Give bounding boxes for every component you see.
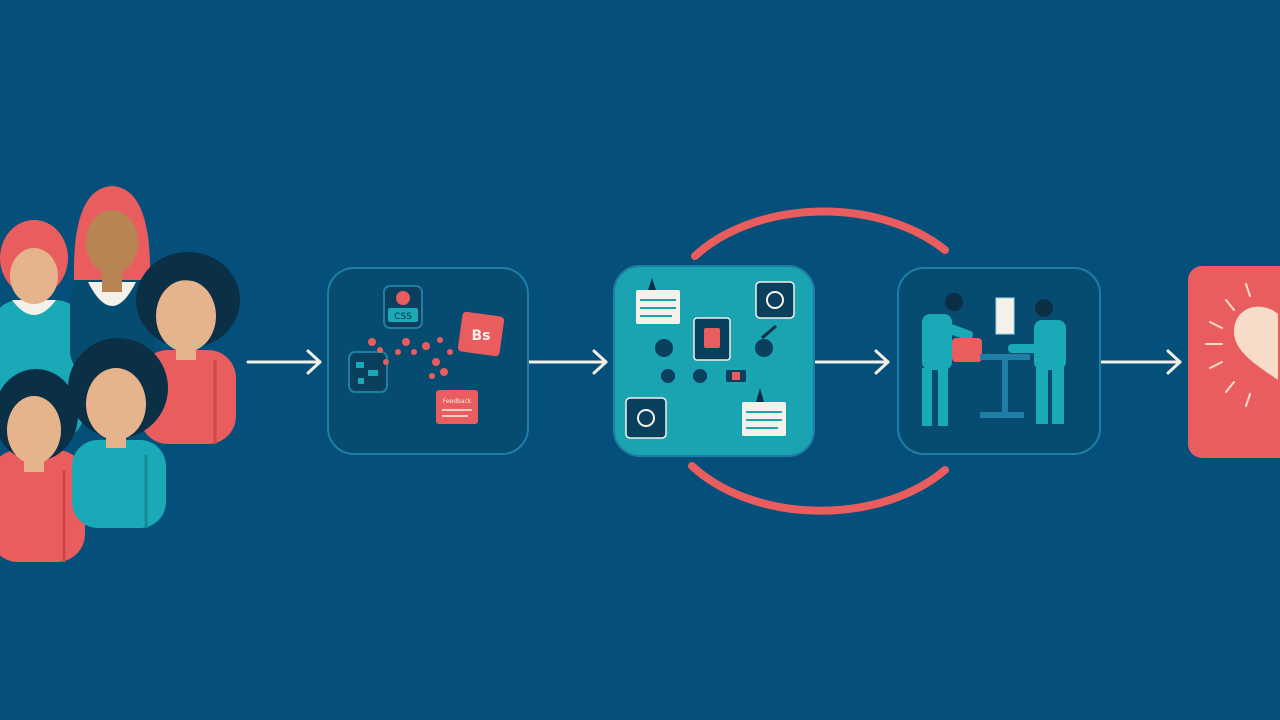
card-care bbox=[1188, 266, 1280, 458]
person-front-middle bbox=[68, 338, 168, 528]
arrow-3 bbox=[814, 349, 890, 375]
people-group-icon bbox=[0, 186, 240, 562]
arrow-1 bbox=[246, 349, 322, 375]
arrow-4 bbox=[1100, 349, 1182, 375]
note-collect-text: Feedback bbox=[443, 398, 472, 405]
scattered-data-icon: CSS Bs Feedback bbox=[348, 285, 505, 424]
card-analyze bbox=[613, 265, 815, 457]
person-right bbox=[136, 252, 240, 444]
heart-icon bbox=[1205, 283, 1278, 407]
arrow-2 bbox=[526, 349, 608, 375]
card-build bbox=[897, 267, 1101, 455]
card-collect: CSS Bs Feedback bbox=[327, 267, 529, 455]
workers-icon bbox=[922, 293, 1066, 426]
analysis-board-icon bbox=[625, 278, 795, 439]
tag-collect-text: Bs bbox=[471, 328, 490, 344]
person-front-left bbox=[0, 369, 85, 562]
flow-arrows bbox=[246, 349, 1182, 375]
badge-collect-text: CSS bbox=[394, 312, 412, 322]
loop-ring-icon bbox=[688, 207, 949, 515]
